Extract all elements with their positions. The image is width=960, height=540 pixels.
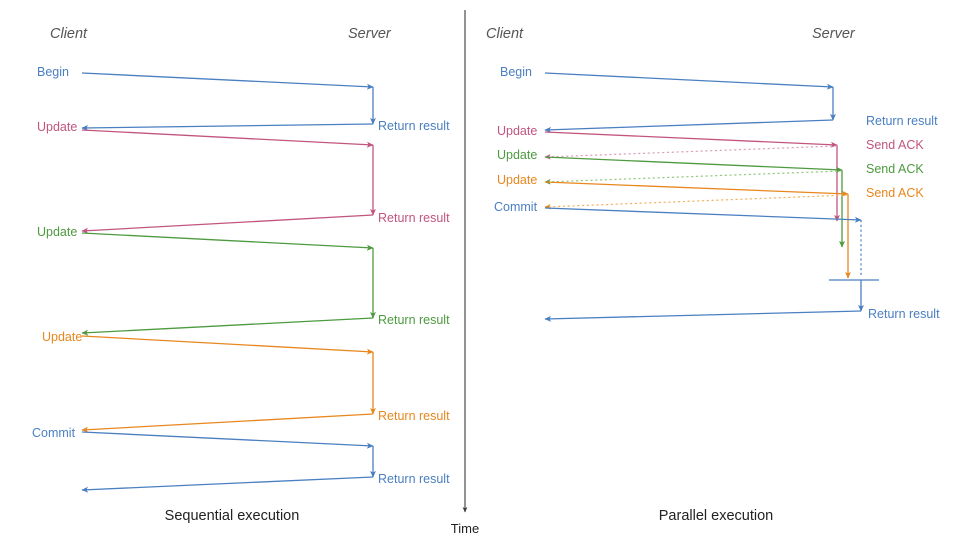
time-axis-layer: Time: [451, 10, 479, 536]
actor-label-client: Client: [50, 26, 88, 42]
actor-label-server: Server: [348, 26, 392, 42]
message-label-begin-return: Return result: [378, 119, 450, 133]
message-line-begin-request: [81, 72, 374, 90]
message-label-commit-request: Commit: [494, 200, 538, 214]
message-line-begin-return: [544, 119, 834, 133]
message-line-update1-return: [81, 214, 374, 234]
message-label-begin-return: Return result: [866, 114, 938, 128]
message-line-update3-return: [81, 413, 374, 433]
message-label-begin-request: Begin: [500, 65, 532, 79]
message-label-update2-request: Update: [497, 148, 537, 162]
message-line-ack1: [544, 145, 838, 160]
message-line-ack2: [544, 170, 843, 185]
message-line-update3-request: [544, 181, 849, 197]
message-label-begin-request: Begin: [37, 65, 69, 79]
message-label-update3-return: Return result: [378, 409, 450, 423]
message-line-update1-request: [81, 129, 374, 148]
message-line-commit-request: [544, 207, 862, 223]
message-label-ack3: Send ACK: [866, 186, 924, 200]
message-label-update2-return: Return result: [378, 313, 450, 327]
message-label-update2-request: Update: [37, 225, 77, 239]
message-label-commit-request: Commit: [32, 426, 76, 440]
message-line-commit-return: [544, 310, 862, 322]
message-label-update1-request: Update: [37, 120, 77, 134]
message-label-ack1: Send ACK: [866, 138, 924, 152]
message-line-begin-return: [81, 123, 374, 131]
message-label-commit-return: Return result: [868, 307, 940, 321]
actor-label-client: Client: [486, 26, 524, 42]
message-line-commit-return: [81, 476, 374, 493]
message-line-ack3: [544, 194, 849, 210]
message-label-update3-request: Update: [497, 173, 537, 187]
message-label-update1-request: Update: [497, 124, 537, 138]
message-line-update1-request: [544, 131, 838, 148]
message-line-update3-request: [81, 335, 374, 355]
message-label-update3-request: Update: [42, 330, 82, 344]
message-label-update1-return: Return result: [378, 211, 450, 225]
message-line-update2-request: [544, 156, 843, 173]
message-line-update2-request: [81, 232, 374, 251]
actor-label-server: Server: [812, 26, 856, 42]
message-label-commit-return: Return result: [378, 472, 450, 486]
time-axis-label: Time: [451, 521, 479, 536]
message-line-commit-request: [81, 431, 374, 449]
panel-caption-sequential: Sequential execution: [165, 508, 300, 524]
message-label-ack2: Send ACK: [866, 162, 924, 176]
panel-caption-parallel: Parallel execution: [659, 508, 773, 524]
message-line-update2-return: [81, 317, 374, 336]
message-line-begin-request: [544, 72, 834, 90]
